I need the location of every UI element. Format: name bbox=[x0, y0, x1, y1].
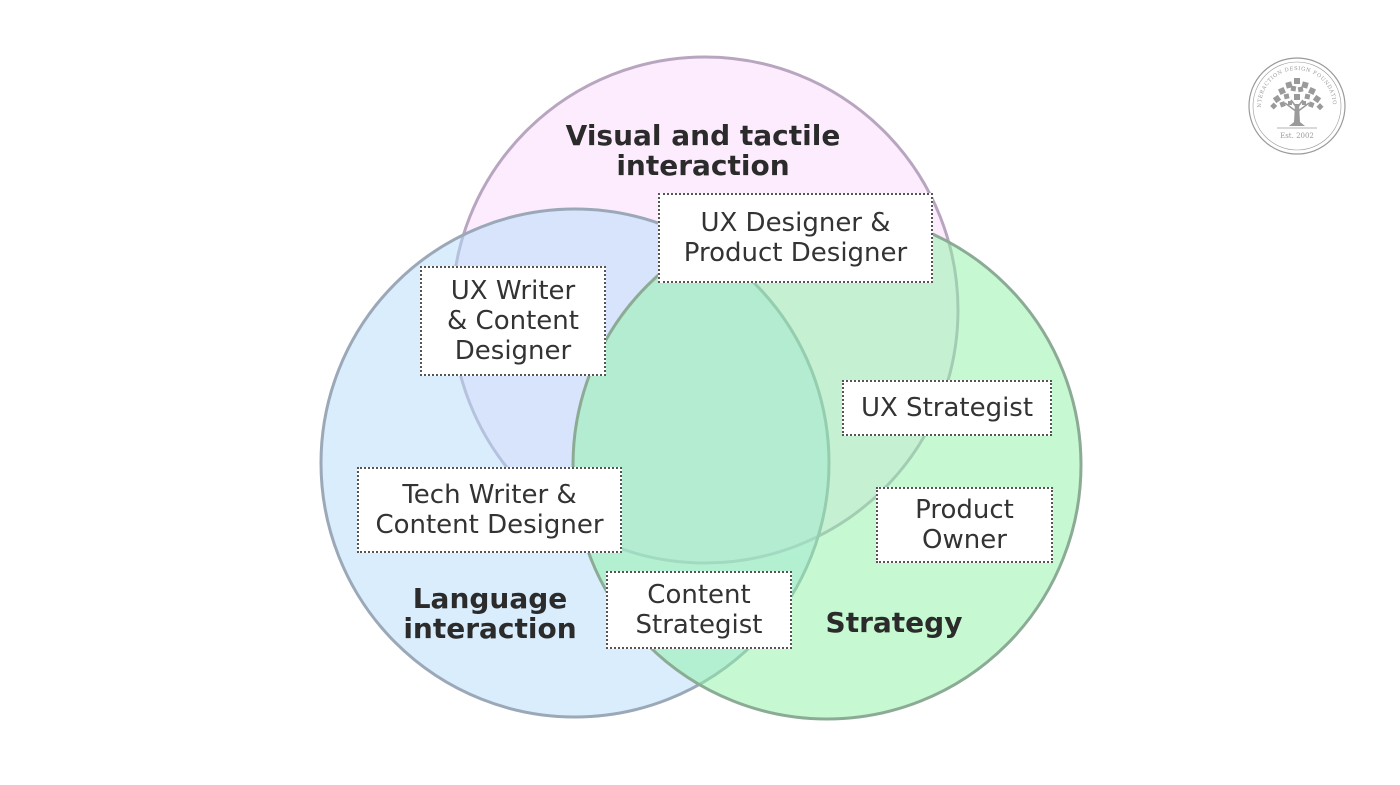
role-line: UX Designer & bbox=[700, 208, 891, 238]
role-ux-writer: UX Writer & Content Designer bbox=[420, 266, 606, 376]
role-line: Content Designer bbox=[375, 510, 604, 540]
role-product-owner: Product Owner bbox=[876, 487, 1053, 563]
tree-seal-icon: INTERACTION DESIGN FOUNDATION Est. 2002 bbox=[1247, 56, 1346, 155]
role-line: Designer bbox=[454, 336, 572, 366]
label-line: Strategy bbox=[825, 606, 963, 639]
label-line: interaction bbox=[616, 149, 790, 182]
role-line: & Content bbox=[447, 306, 579, 336]
label-language: Language interaction bbox=[390, 584, 590, 644]
label-line: interaction bbox=[403, 612, 577, 645]
label-visual-tactile: Visual and tactile interaction bbox=[553, 121, 853, 181]
role-ux-designer: UX Designer & Product Designer bbox=[658, 193, 933, 283]
role-tech-writer: Tech Writer & Content Designer bbox=[357, 467, 622, 553]
tree-trunk bbox=[1289, 104, 1305, 126]
role-content-strategist: Content Strategist bbox=[606, 571, 792, 649]
role-line: Product Designer bbox=[683, 238, 908, 268]
role-ux-strategist: UX Strategist bbox=[842, 380, 1052, 436]
role-line: Owner bbox=[922, 525, 1007, 555]
logo-est-text: Est. 2002 bbox=[1280, 132, 1314, 140]
label-strategy: Strategy bbox=[819, 608, 969, 638]
role-line: Content bbox=[647, 580, 751, 610]
role-line: UX Writer bbox=[450, 276, 576, 306]
role-line: Strategist bbox=[635, 610, 763, 640]
role-line: Tech Writer & bbox=[402, 480, 577, 510]
label-line: Language bbox=[412, 582, 568, 615]
label-line: Visual and tactile bbox=[565, 119, 841, 152]
role-line: Product bbox=[915, 495, 1014, 525]
tree-canopy bbox=[1270, 78, 1324, 111]
role-line: UX Strategist bbox=[860, 393, 1034, 423]
